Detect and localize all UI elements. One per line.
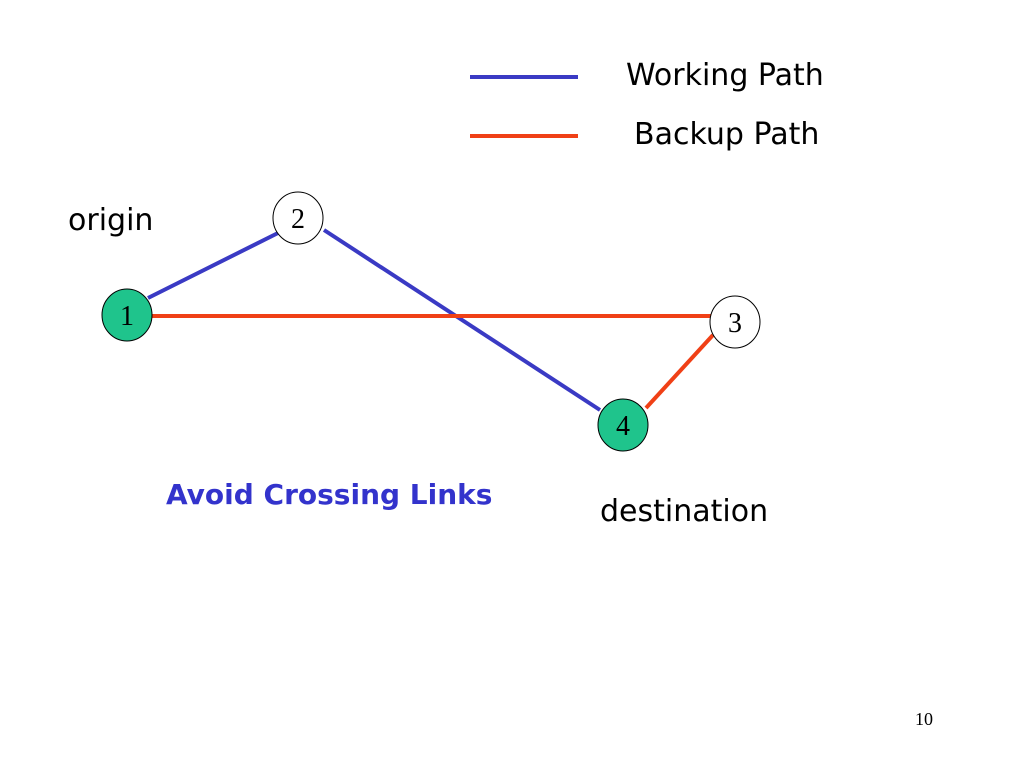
legend-backup-label: Backup Path xyxy=(634,117,820,152)
node-1-label: 1 xyxy=(120,301,134,332)
link-3-4-backup xyxy=(644,333,715,410)
node-1: 1 xyxy=(101,288,153,342)
node-3-circle xyxy=(709,295,761,349)
page-number: 10 xyxy=(915,709,933,729)
node-2: 2 xyxy=(272,191,324,245)
link-1-2-working xyxy=(147,230,281,300)
node-3-label: 3 xyxy=(728,308,742,339)
node-4-label: 4 xyxy=(616,411,630,442)
caption: Avoid Crossing Links xyxy=(166,478,493,511)
node-1-circle xyxy=(101,288,153,342)
origin-label: origin xyxy=(68,203,154,238)
node-2-label: 2 xyxy=(291,204,305,235)
node-3: 3 xyxy=(709,295,761,349)
node-4-circle xyxy=(597,398,649,452)
destination-label: destination xyxy=(600,494,769,529)
node-2-circle xyxy=(272,191,324,245)
legend-working-label: Working Path xyxy=(626,58,824,93)
link-2-4-working xyxy=(322,228,602,412)
node-4: 4 xyxy=(597,398,649,452)
